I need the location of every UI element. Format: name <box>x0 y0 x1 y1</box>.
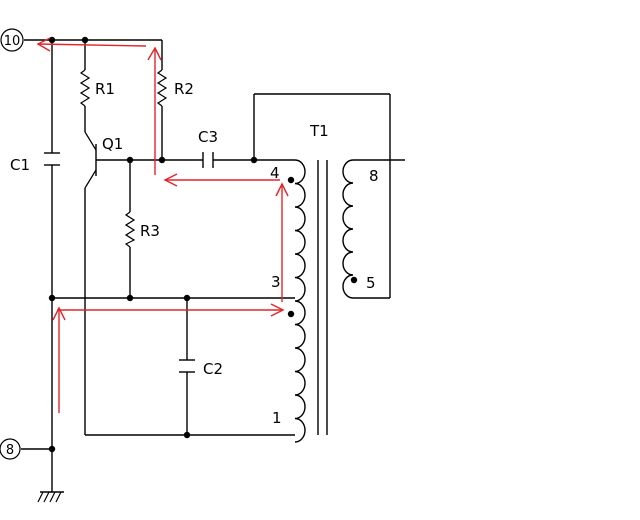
secondary-winding <box>342 159 354 299</box>
terminal-10-label: 10 <box>4 34 21 49</box>
c1-label: C1 <box>10 156 30 174</box>
red-arrow-r2-up <box>147 46 162 175</box>
pin-3-label: 3 <box>271 273 281 291</box>
transformer-t1: T1 4 3 1 8 5 <box>270 122 379 443</box>
terminal-8-label: 8 <box>6 443 14 458</box>
pin-8-label: 8 <box>369 167 379 185</box>
capacitor-c1: C1 <box>10 152 60 174</box>
capacitor-c2: C2 <box>179 359 223 378</box>
q1-label: Q1 <box>102 135 123 153</box>
resistor-r2: R2 <box>156 69 194 107</box>
t1-label: T1 <box>309 122 329 140</box>
current-path-annotations <box>36 37 289 413</box>
red-arrow-top-rail <box>36 37 147 52</box>
r3-label: R3 <box>140 222 160 240</box>
ground-symbol <box>37 491 64 503</box>
c2-label: C2 <box>203 360 223 378</box>
terminal-10: 10 <box>0 28 24 52</box>
red-arrow-tap4-left <box>163 173 280 187</box>
polarity-dot-pin5 <box>350 276 358 284</box>
resistor-r3: R3 <box>124 211 160 248</box>
r2-label: R2 <box>174 80 194 98</box>
pin-5-label: 5 <box>366 274 376 292</box>
red-arrow-left-rail-up <box>52 306 66 413</box>
wiring <box>21 39 405 492</box>
polarity-dot-pin3 <box>287 310 295 318</box>
resistor-r1: R1 <box>79 69 115 107</box>
red-arrow-primary-up <box>275 182 289 302</box>
pin-4-label: 4 <box>270 164 280 182</box>
pin-1-label: 1 <box>272 409 282 427</box>
junctions <box>48 36 258 453</box>
primary-winding <box>294 159 306 443</box>
r1-label: R1 <box>95 80 115 98</box>
c3-label: C3 <box>198 128 218 146</box>
capacitor-c3: C3 <box>198 128 218 168</box>
transistor-q1: Q1 <box>84 131 123 189</box>
polarity-dot-pin4 <box>287 176 295 184</box>
terminal-8: 8 <box>0 438 21 460</box>
red-arrow-tap3-right <box>57 303 285 317</box>
